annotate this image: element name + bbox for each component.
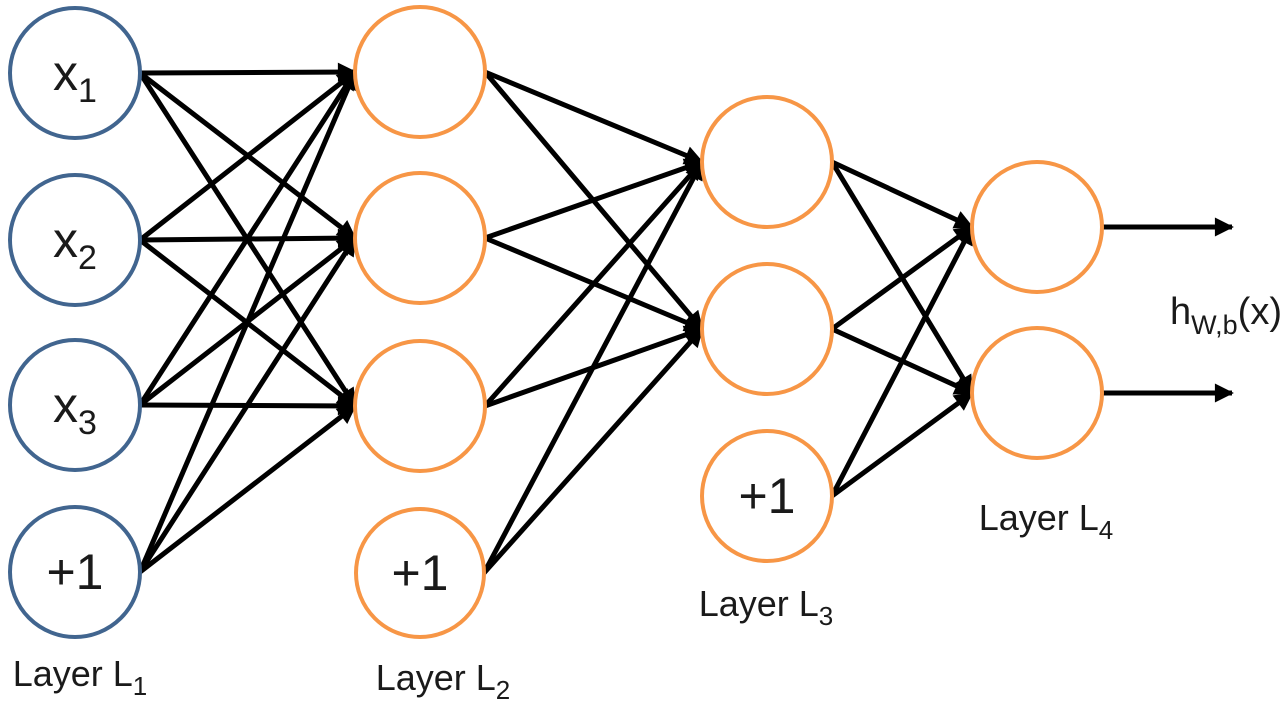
node-L2N1 [353, 5, 487, 139]
node-L1N1-input [8, 6, 142, 140]
edge-L3B-L4N2 [830, 390, 974, 499]
node-L1N3-input [8, 338, 142, 472]
edge-L3B-L4N1 [829, 225, 975, 498]
edge-L1N2-L2N1 [138, 70, 357, 242]
node-L1N2-input [8, 173, 142, 307]
node-L4N1 [970, 160, 1104, 294]
edge-L2N3-L3N1 [483, 160, 704, 408]
edge-L2N2-L3N1 [484, 158, 704, 241]
layer-label-3: Layer L3 [699, 583, 834, 631]
output-function-label: hW,b(x) [1170, 291, 1282, 340]
node-label-L2B: +1 [391, 545, 448, 601]
node-L2B [354, 507, 486, 639]
edge-L1B-L2N3 [138, 404, 357, 574]
layer-label-2: Layer L2 [376, 657, 511, 705]
edge-L1B-L2N2 [137, 236, 358, 574]
node-L3N1 [700, 95, 834, 229]
edge-L2B-L3N2 [482, 327, 704, 575]
node-label-L1N3: x3 [53, 377, 97, 442]
edge-L1N1-L2N1 [139, 62, 357, 82]
edge-L1N3-L2N1 [137, 70, 358, 407]
edge-L3N2-L4N1 [830, 224, 974, 332]
layer-label-4: Layer L4 [979, 497, 1114, 545]
edge-L2N1-L3N1 [484, 69, 704, 165]
edge-L1B-L2N1 [137, 70, 358, 573]
edge-L2B-L3N1 [481, 160, 705, 575]
edge-L3N1-L4N1 [830, 159, 974, 230]
node-L1B-input [8, 505, 142, 639]
node-L2N2 [353, 171, 487, 305]
node-L4N2 [970, 326, 1104, 460]
node-label-L3B: +1 [738, 468, 795, 524]
layer-label-1: Layer L1 [13, 653, 148, 701]
node-label-L1N2: x2 [53, 212, 97, 277]
node-label-L1B: +1 [46, 544, 103, 600]
node-L3N2 [700, 262, 834, 396]
node-L2N3 [353, 339, 487, 473]
node-L3B [700, 429, 834, 563]
node-label-L1N1: x1 [53, 45, 97, 110]
